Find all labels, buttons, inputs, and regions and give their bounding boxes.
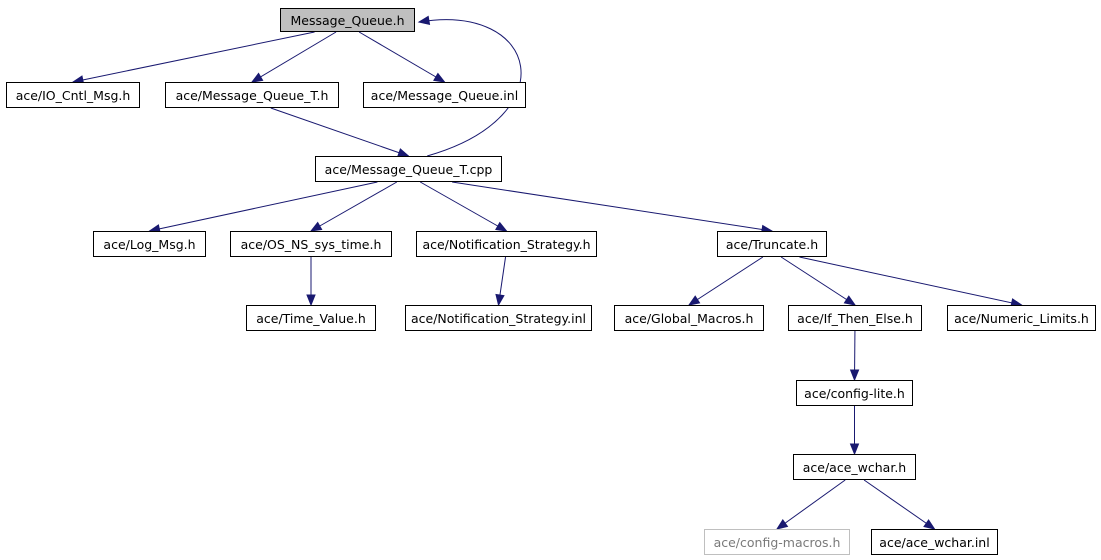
edge-arrowhead	[250, 72, 264, 83]
edge-arrowhead	[923, 519, 936, 530]
node-message-queue-h: Message_Queue.h	[280, 8, 415, 32]
edge-line	[420, 181, 507, 232]
edge-arrowhead	[687, 295, 701, 306]
edge-line	[310, 181, 398, 232]
edge-line	[688, 256, 764, 306]
edge-line	[776, 479, 846, 530]
node-ace-wchar-h[interactable]: ace/ace_wchar.h	[793, 454, 916, 480]
edge-arrowhead	[306, 294, 316, 307]
edge-line	[149, 181, 378, 232]
node-ace-wchar-inl[interactable]: ace/ace_wchar.inl	[871, 529, 998, 555]
node-io-cntl-msg-h[interactable]: ace/IO_Cntl_Msg.h	[6, 82, 140, 108]
node-truncate-h[interactable]: ace/Truncate.h	[717, 231, 827, 257]
node-numeric-limits-h[interactable]: ace/Numeric_Limits.h	[947, 305, 1096, 331]
edge-line	[452, 181, 773, 232]
edge-arrowhead	[849, 443, 860, 456]
edge-line	[251, 31, 337, 83]
node-notification-strategy-inl[interactable]: ace/Notification_Strategy.inl	[405, 305, 592, 331]
edge-line	[799, 256, 1022, 306]
edge-line	[358, 31, 445, 83]
edge-arrowhead	[775, 519, 789, 530]
node-global-macros-h[interactable]: ace/Global_Macros.h	[614, 305, 764, 331]
edge-arrowhead	[843, 295, 857, 306]
node-config-macros-h: ace/config-macros.h	[704, 529, 850, 555]
edge-line	[418, 19, 522, 157]
edge-arrowhead	[495, 293, 505, 307]
node-os-ns-sys-time-h[interactable]: ace/OS_NS_sys_time.h	[230, 231, 392, 257]
edge-arrowhead	[433, 72, 446, 83]
edge-arrowhead	[417, 15, 431, 25]
edge-line	[72, 31, 315, 83]
edge-line	[780, 256, 856, 306]
edge-arrowhead	[309, 221, 323, 232]
node-message-queue-inl[interactable]: ace/Message_Queue.inl	[363, 82, 526, 108]
node-if-then-else-h[interactable]: ace/If_Then_Else.h	[788, 305, 922, 331]
edge-line	[863, 479, 935, 530]
node-message-queue-t-cpp[interactable]: ace/Message_Queue_T.cpp	[315, 156, 502, 182]
node-log-msg-h[interactable]: ace/Log_Msg.h	[93, 231, 206, 257]
node-notification-strategy-h[interactable]: ace/Notification_Strategy.h	[416, 231, 597, 257]
node-time-value-h[interactable]: ace/Time_Value.h	[246, 305, 376, 331]
edge-line	[270, 107, 409, 157]
node-config-lite-h[interactable]: ace/config-lite.h	[796, 380, 913, 406]
edge-arrowhead	[849, 369, 860, 382]
edge-arrowhead	[495, 221, 508, 232]
node-message-queue-t-h[interactable]: ace/Message_Queue_T.h	[165, 82, 339, 108]
